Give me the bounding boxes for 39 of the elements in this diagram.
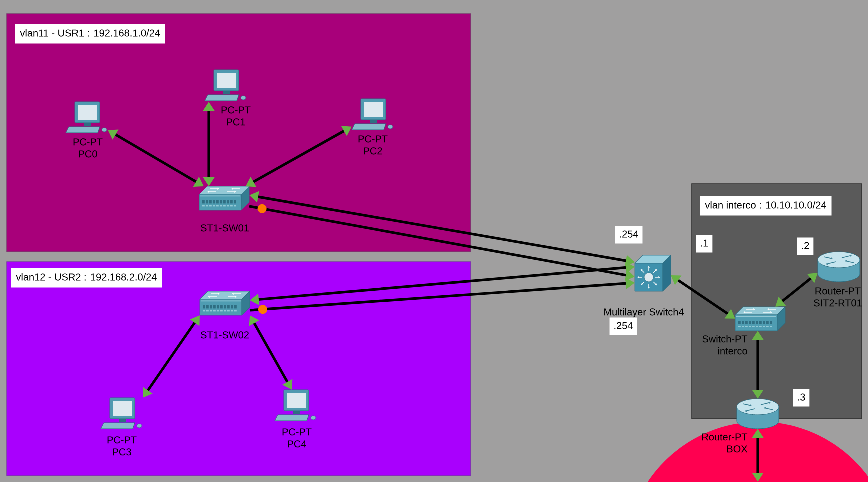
area-label: vlan11 - USR1 : 192.168.1.0/24	[15, 24, 166, 44]
switch-icon	[199, 186, 250, 211]
area-label: vlan12 - USR2 : 192.168.2.0/24	[11, 268, 162, 288]
router-icon	[736, 398, 780, 430]
address-label: .1	[696, 235, 713, 253]
device-label: PC-PT	[282, 428, 312, 436]
circular-area	[648, 422, 868, 482]
device-label: PC3	[113, 448, 132, 456]
switch-icon	[735, 306, 786, 332]
switch-icon	[200, 291, 250, 316]
address-label: .254	[610, 318, 638, 336]
computer-icon	[352, 98, 394, 130]
device-label: interco	[718, 347, 748, 355]
computer-icon	[274, 390, 316, 422]
device-label: Multilayer Switch4	[604, 308, 684, 318]
device-label: PC-PT	[108, 436, 137, 444]
device-label: ST1-SW01	[201, 224, 249, 232]
address-label: .254	[615, 226, 643, 244]
address-label: .2	[797, 238, 814, 256]
multilayer-switch-icon	[634, 255, 672, 292]
device-label: PC1	[227, 118, 246, 126]
device-label: Router-PT	[816, 288, 861, 295]
computer-icon	[204, 70, 246, 102]
device-label: BOX	[728, 446, 748, 453]
area-label: vlan interco : 10.10.10.0/24	[700, 196, 832, 216]
device-label: PC-PT	[74, 138, 103, 146]
device-label: PC4	[288, 440, 306, 448]
computer-icon	[66, 102, 108, 134]
device-label: PC-PT	[222, 106, 251, 114]
device-label: ST1-SW02	[201, 332, 249, 339]
device-label: PC2	[364, 148, 382, 155]
device-label: Router-PT	[702, 434, 748, 441]
device-label: SIT2-RT01	[814, 300, 862, 307]
device-label: Switch-PT	[702, 335, 748, 343]
router-icon	[818, 252, 860, 282]
address-label: .3	[793, 389, 810, 407]
device-label: PC0	[79, 150, 98, 158]
device-label: PC-PT	[358, 136, 388, 143]
computer-icon	[100, 398, 142, 430]
